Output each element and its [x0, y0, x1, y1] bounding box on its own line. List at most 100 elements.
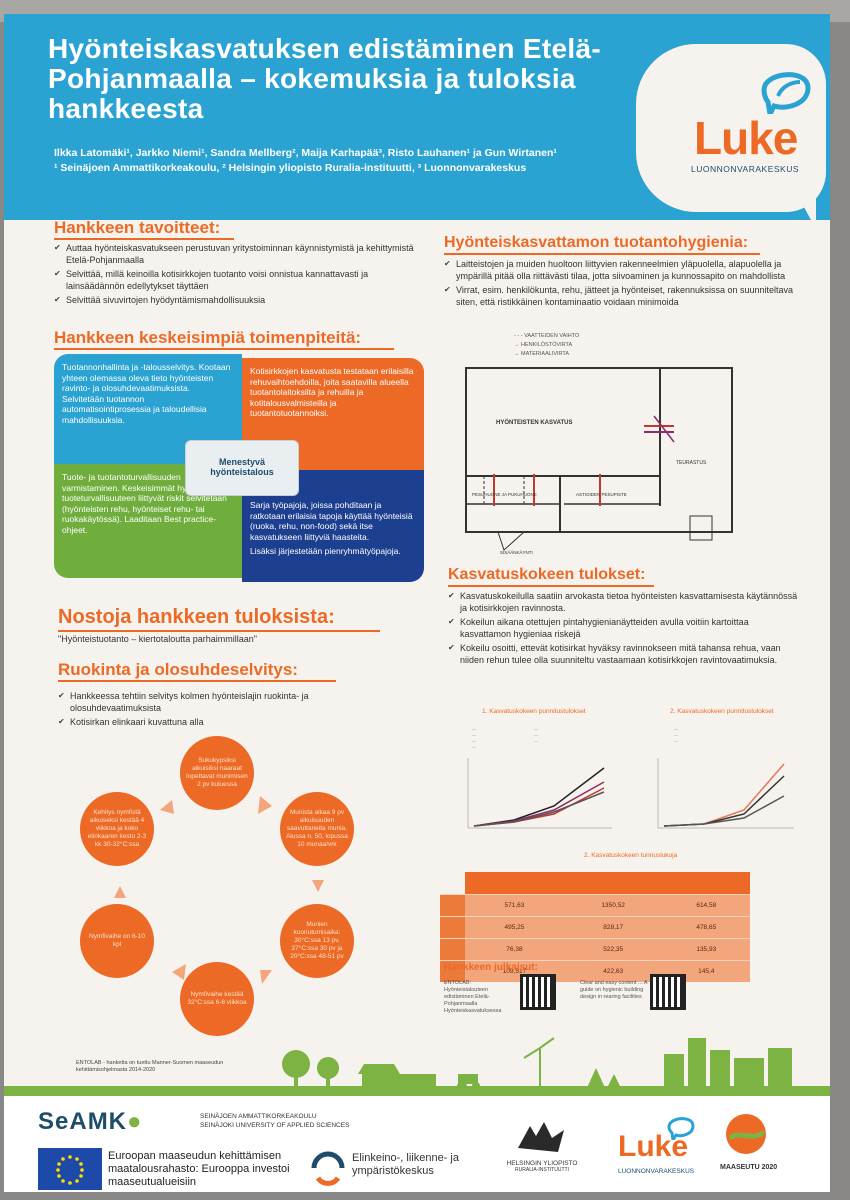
svg-text:ASTIOIDEN PESUPISTE: ASTIOIDEN PESUPISTE — [576, 492, 627, 497]
goal-item: Selvittää, millä keinoilla kotisirkkojen… — [54, 268, 414, 292]
svg-text:—: — — [674, 726, 678, 731]
action-q4-extra: Lisäksi järjestetään pienryhmätyöpajoja. — [250, 546, 401, 556]
results-heading: Kasvatuskokeen tulokset: — [448, 566, 646, 583]
hygiene-heading: Hyönteiskasvattamon tuotantohygienia: — [444, 234, 749, 251]
results-list: Kasvatuskokeilulla saatiin arvokasta tie… — [448, 590, 798, 668]
results-item: Kasvatuskokeilulla saatiin arvokasta tie… — [448, 590, 798, 614]
maaseutu-logo-icon — [726, 1114, 766, 1154]
chart1-series-line — [473, 791, 605, 827]
lifecycle-step-4: Nymfivaihe kestää 32°C:ssa 6-8 viikkoa — [180, 962, 254, 1036]
svg-text:—: — — [472, 744, 476, 749]
actions-underline — [54, 348, 394, 350]
table-row: 76,38 522,35 135,93 — [440, 937, 750, 960]
hygiene-underline — [444, 253, 760, 255]
table-header-cell — [465, 872, 564, 894]
action-center-box: Menestyvä hyönteistalous — [185, 440, 299, 496]
lifecycle-step-5: Nymfivaihe on 6-10 kpl — [80, 904, 154, 978]
table-cell: 614,58 — [662, 893, 750, 916]
maaseutu-text: MAASEUTU 2020 — [720, 1164, 778, 1171]
luke-leaf-icon — [761, 72, 811, 114]
table-header-cell — [563, 872, 663, 894]
funding-note: ENTOLAB - hanketta on tuettu Manner-Suom… — [76, 1060, 224, 1073]
chart1-series-line — [473, 781, 605, 827]
luke-logo-sub: LUONNONVARAKESKUS — [691, 164, 800, 174]
goals-list: Auttaa hyönteiskasvatukseen perustuvan y… — [54, 242, 414, 308]
table-cell: 478,65 — [662, 915, 750, 938]
svg-text:TEURASTUS: TEURASTUS — [676, 460, 707, 466]
lifecycle-step-3: Munien kuoriutumisaika: 30°C:ssa 13 pv, … — [280, 904, 354, 978]
action-q4-text: Sarja työpajoja, joissa pohditaan ja rat… — [250, 500, 413, 542]
goals-underline — [54, 238, 234, 240]
eu-flag-icon — [38, 1148, 102, 1190]
table-cell: 1350,52 — [563, 893, 663, 916]
table-header-cell — [440, 872, 465, 894]
highlights-quote: "Hyönteistuotanto – kiertotaloutta parha… — [58, 634, 257, 644]
feeding-heading: Ruokinta ja olosuhdeselvitys: — [58, 660, 298, 679]
feeding-item: Hankkeessa tehtiin selvitys kolmen hyönt… — [58, 690, 398, 714]
cycle-arrow-icon — [160, 800, 174, 814]
highlights-heading: Nostoja hankkeen tuloksista: — [58, 606, 335, 628]
cycle-arrow-icon — [172, 964, 186, 980]
lifecycle-step-2: Munista alkaa 9 pv aikuisuuden saavuttan… — [280, 792, 354, 866]
actions-heading: Hankkeen keskeisimpiä toimenpiteitä: — [54, 328, 362, 347]
legend-swatch: — — [472, 726, 476, 731]
svg-text:—: — — [534, 726, 538, 731]
action-quadrant-3: Tuote- ja tuotantoturvallisuuden varmist… — [54, 464, 242, 578]
table-row: 571,63 1350,52 614,58 — [440, 893, 750, 916]
chart2-series-line — [663, 775, 785, 827]
svg-text:—: — — [534, 738, 538, 743]
table-cell — [440, 959, 466, 982]
table-cell — [440, 937, 466, 960]
cycle-arrow-icon — [114, 886, 126, 898]
cycle-arrow-icon — [260, 970, 272, 984]
footer-luke-leaf-icon — [667, 1117, 695, 1140]
lifecycle-step-6: Kehitys nymfistä aikuiseksi kestää 4 vii… — [80, 792, 154, 866]
svg-text:—: — — [674, 738, 678, 743]
action-quadrant-2: Kotisirkkojen kasvatusta testataan erila… — [242, 358, 424, 470]
svg-text:—: — — [674, 732, 678, 737]
publications-heading: Hankkeen julkaisut: — [444, 962, 538, 973]
highlights-underline — [58, 630, 380, 632]
results-underline — [448, 585, 654, 587]
seamk-logo: SeAMK● — [38, 1108, 143, 1135]
qr-code-1[interactable] — [520, 974, 556, 1010]
results-item: Kokeilun aikana otettujen pintahygienian… — [448, 616, 798, 640]
footer-luke-sub: LUONNONVARAKESKUS — [618, 1168, 695, 1175]
table-cell: 76,38 — [465, 937, 564, 960]
publication-1[interactable]: ENTOLAB: Hyönteistalouteen edistäminen E… — [444, 980, 502, 1014]
table-row: 495,25 828,17 478,65 — [440, 915, 750, 938]
chart2-title: 2. Kasvatuskokeen punnitustulokset — [670, 708, 774, 715]
table-cell — [440, 915, 466, 938]
floor-plan: HYÖNTEISTEN KASVATUS TEURASTUS PESUHUONE… — [465, 367, 733, 555]
results-item: Kokeilu osoitti, ettevät kotisirkat hyvä… — [448, 642, 798, 666]
authors: Ilkka Latomäki¹, Jarkko Niemi¹, Sandra M… — [54, 146, 654, 176]
cycle-arrow-icon — [258, 796, 272, 814]
lifecycle-step-1: Sukukypsiksi aikuisiksi naaraat lopettav… — [180, 736, 254, 810]
author-list: Ilkka Latomäki¹, Jarkko Niemi¹, Sandra M… — [54, 147, 557, 159]
table-title: 2. Kasvatuskokeen tunnuslukuja — [584, 852, 678, 859]
poster: Hyönteiskasvatuksen edistäminen Etelä-Po… — [4, 14, 830, 1192]
hygiene-item: Laitteistojen ja muiden huoltoon liittyv… — [444, 258, 800, 282]
table-cell: 135,93 — [662, 937, 750, 960]
publication-2[interactable]: Clear and easy content ... A guide on hy… — [580, 980, 648, 1000]
poster-title: Hyönteiskasvatuksen edistäminen Etelä-Po… — [48, 33, 601, 124]
eu-text: Euroopan maaseudun kehittämisen maatalou… — [108, 1150, 290, 1188]
hy-logo-icon — [518, 1122, 564, 1152]
svg-text:—: — — [534, 732, 538, 737]
table-cell: 571,63 — [465, 893, 564, 916]
hygiene-list: Laitteistojen ja muiden huoltoon liittyv… — [444, 258, 800, 310]
table-cell: 495,25 — [465, 915, 564, 938]
feeding-underline — [58, 680, 336, 682]
svg-text:PESUHUONE JA PUKUHUONE: PESUHUONE JA PUKUHUONE — [472, 492, 537, 497]
seamk-leaf-icon: ● — [127, 1108, 143, 1135]
chart1-title: 1. Kasvatuskokeen punnitustulokset — [482, 708, 586, 715]
skyline-illustration — [254, 1037, 814, 1092]
goal-item: Auttaa hyönteiskasvatukseen perustuvan y… — [54, 242, 414, 266]
legend-item: - - - VAATTEIDEN VAIHTO — [514, 333, 580, 339]
goal-item: Selvittää sivuvirtojen hyödyntämismahdol… — [54, 294, 414, 306]
chart2-series-line — [663, 795, 785, 827]
svg-text:—: — — [472, 738, 476, 743]
qr-code-2[interactable] — [650, 974, 686, 1010]
table-header-row — [440, 872, 750, 894]
